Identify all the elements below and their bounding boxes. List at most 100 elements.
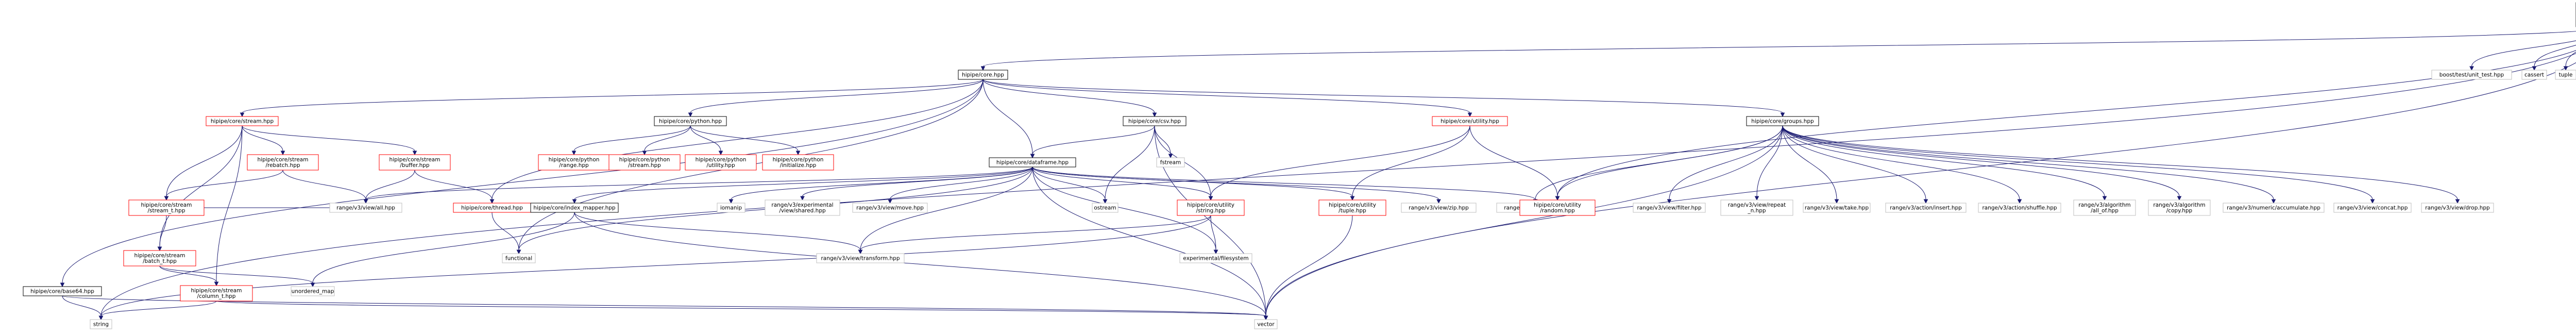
node-base64[interactable]: hipipe/core/base64.hpp xyxy=(23,286,102,296)
node-utility[interactable]: hipipe/core/utility.hpp xyxy=(1432,116,1508,126)
node-label: hipipe/core.hpp xyxy=(962,72,1004,78)
node-label: _n.hpp xyxy=(1747,208,1766,214)
edge-thread-to-functional xyxy=(492,212,521,255)
node-label: experimental/filesystem xyxy=(1183,256,1248,262)
node-label: /stream.hpp xyxy=(628,162,661,169)
node-tuple: tuple xyxy=(2555,70,2576,80)
edge-column_t-to-string xyxy=(98,300,217,321)
edge-groups-to-vdrop xyxy=(1782,125,2460,204)
node-stream_t[interactable]: hipipe/core/stream/stream_t.hpp xyxy=(128,199,205,216)
node-indexmapper[interactable]: hipipe/core/index_mapper.hpp xyxy=(530,203,619,213)
node-label: range/v3/algorithm xyxy=(2153,202,2205,208)
edge-root-to-urandom xyxy=(1555,50,2576,201)
node-stream[interactable]: hipipe/core/stream.hpp xyxy=(206,116,279,126)
node-csv[interactable]: hipipe/core/csv.hpp xyxy=(1123,116,1187,126)
node-box xyxy=(247,154,319,171)
node-pystream[interactable]: hipipe/core/python/stream.hpp xyxy=(608,154,681,171)
edge-utility-to-utuple xyxy=(1350,125,1470,201)
edge-utility-to-ustring xyxy=(1208,125,1470,201)
node-label: range/v3/view/zip.hpp xyxy=(1409,205,1469,211)
edge-root-to-btest xyxy=(2469,40,2576,71)
node-box xyxy=(1978,203,2061,213)
node-label: range/v3/view/transform.hpp xyxy=(821,256,900,262)
edge-ustring-to-string xyxy=(98,215,1211,321)
node-buffer[interactable]: hipipe/core/stream/buffer.hpp xyxy=(379,154,451,171)
node-label: fstream xyxy=(1160,160,1181,166)
node-vtransform: range/v3/view/transform.hpp xyxy=(816,253,905,263)
node-label: hipipe/core/utility xyxy=(1534,202,1581,208)
node-box xyxy=(90,319,112,329)
node-label: hipipe/core/python xyxy=(549,157,600,163)
edge-stream-to-batch_t xyxy=(157,125,243,252)
edge-root-to-cassert xyxy=(2532,45,2576,71)
edge-dataframe-to-vall xyxy=(363,166,1033,204)
edge-core-to-python xyxy=(688,79,984,118)
node-box xyxy=(2073,199,2136,216)
node-label: /tuple.hpp xyxy=(1338,208,1366,214)
node-string: string xyxy=(90,319,112,329)
edge-csv-to-dataframe xyxy=(1030,125,1155,159)
node-rebatch[interactable]: hipipe/core/stream/rebatch.hpp xyxy=(247,154,319,171)
dependency-edges xyxy=(60,31,2576,321)
node-utuple[interactable]: hipipe/core/utility/tuple.hpp xyxy=(1318,199,1386,216)
node-label: hipipe/core/csv.hpp xyxy=(1128,119,1181,125)
edge-base64-to-string xyxy=(62,295,104,321)
edge-csv-to-ostream xyxy=(1103,125,1155,204)
edge-groups-to-ainsert xyxy=(1782,125,1928,204)
node-dataframe[interactable]: hipipe/core/dataframe.hpp xyxy=(989,157,1076,168)
node-box xyxy=(685,154,757,171)
node-label: ostream xyxy=(1094,205,1116,211)
node-label: iomanip xyxy=(720,205,742,211)
node-box xyxy=(958,70,1008,80)
edge-python-to-pystream xyxy=(642,125,691,156)
node-label: unordered_map xyxy=(292,289,334,295)
edge-stream-to-buffer xyxy=(242,125,417,156)
node-thread[interactable]: hipipe/core/thread.hpp xyxy=(453,203,531,213)
node-core[interactable]: hipipe/core.hpp xyxy=(958,70,1008,80)
node-pyutility[interactable]: hipipe/core/python/utility.hpp xyxy=(685,154,757,171)
node-label: range/v3/action/insert.hpp xyxy=(1890,205,1962,211)
node-vall: range/v3/view/all.hpp xyxy=(329,203,402,213)
node-ashuffle: range/v3/action/shuffle.hpp xyxy=(1978,203,2061,213)
node-label: /buffer.hpp xyxy=(400,162,430,169)
node-python[interactable]: hipipe/core/python.hpp xyxy=(654,116,727,126)
node-label: cassert xyxy=(2524,72,2544,78)
node-label: hipipe/core/python xyxy=(773,157,824,163)
edge-groups-to-vrepeat xyxy=(1754,125,1783,201)
node-iomanip: iomanip xyxy=(717,203,745,213)
node-label: /range.hpp xyxy=(559,162,589,169)
node-column_t[interactable]: hipipe/core/stream/column_t.hpp xyxy=(180,285,253,302)
edge-groups-to-urandom xyxy=(1555,125,1783,201)
node-label: hipipe/core/stream xyxy=(191,288,242,294)
node-label: hipipe/core/thread.hpp xyxy=(461,205,523,211)
node-box xyxy=(816,253,905,263)
edge-groups-to-vtake xyxy=(1782,125,1839,204)
edge-dataframe-to-vector xyxy=(1032,166,1268,321)
node-label: functional xyxy=(505,256,532,262)
edge-utility-to-urandom xyxy=(1469,125,1560,201)
node-pyrange[interactable]: hipipe/core/python/range.hpp xyxy=(538,154,610,171)
node-groups[interactable]: hipipe/core/groups.hpp xyxy=(1746,116,1819,126)
node-box xyxy=(2223,203,2325,213)
node-ustring[interactable]: hipipe/core/utility/string.hpp xyxy=(1177,199,1245,216)
node-label: /utility.hpp xyxy=(706,162,735,169)
node-label: /view/shared.hpp xyxy=(779,208,826,214)
node-pyinit[interactable]: hipipe/core/python/initialize.hpp xyxy=(762,154,834,171)
node-label: hipipe/core/dataframe.hpp xyxy=(996,160,1069,166)
node-urandom[interactable]: hipipe/core/utility/random.hpp xyxy=(1519,199,1596,216)
node-box xyxy=(502,253,536,263)
node-box xyxy=(1179,253,1252,263)
node-label: tuple xyxy=(2559,72,2573,78)
node-box xyxy=(180,285,253,302)
edge-dataframe-to-utuple xyxy=(1032,166,1355,201)
edge-dataframe-to-vmove xyxy=(888,166,1033,204)
edge-core-to-groups xyxy=(982,79,1785,118)
edge-core-to-stream xyxy=(240,79,984,118)
edge-dataframe-to-ustring xyxy=(1032,166,1213,201)
edge-groups-to-ashuffle xyxy=(1782,125,2022,204)
node-batch_t[interactable]: hipipe/core/stream/batch_t.hpp xyxy=(123,250,196,266)
node-box xyxy=(123,250,196,266)
node-vdrop: range/v3/view/drop.hpp xyxy=(2421,203,2494,213)
node-box xyxy=(1519,199,1596,216)
edge-ustring-to-vtransform xyxy=(858,215,1211,255)
